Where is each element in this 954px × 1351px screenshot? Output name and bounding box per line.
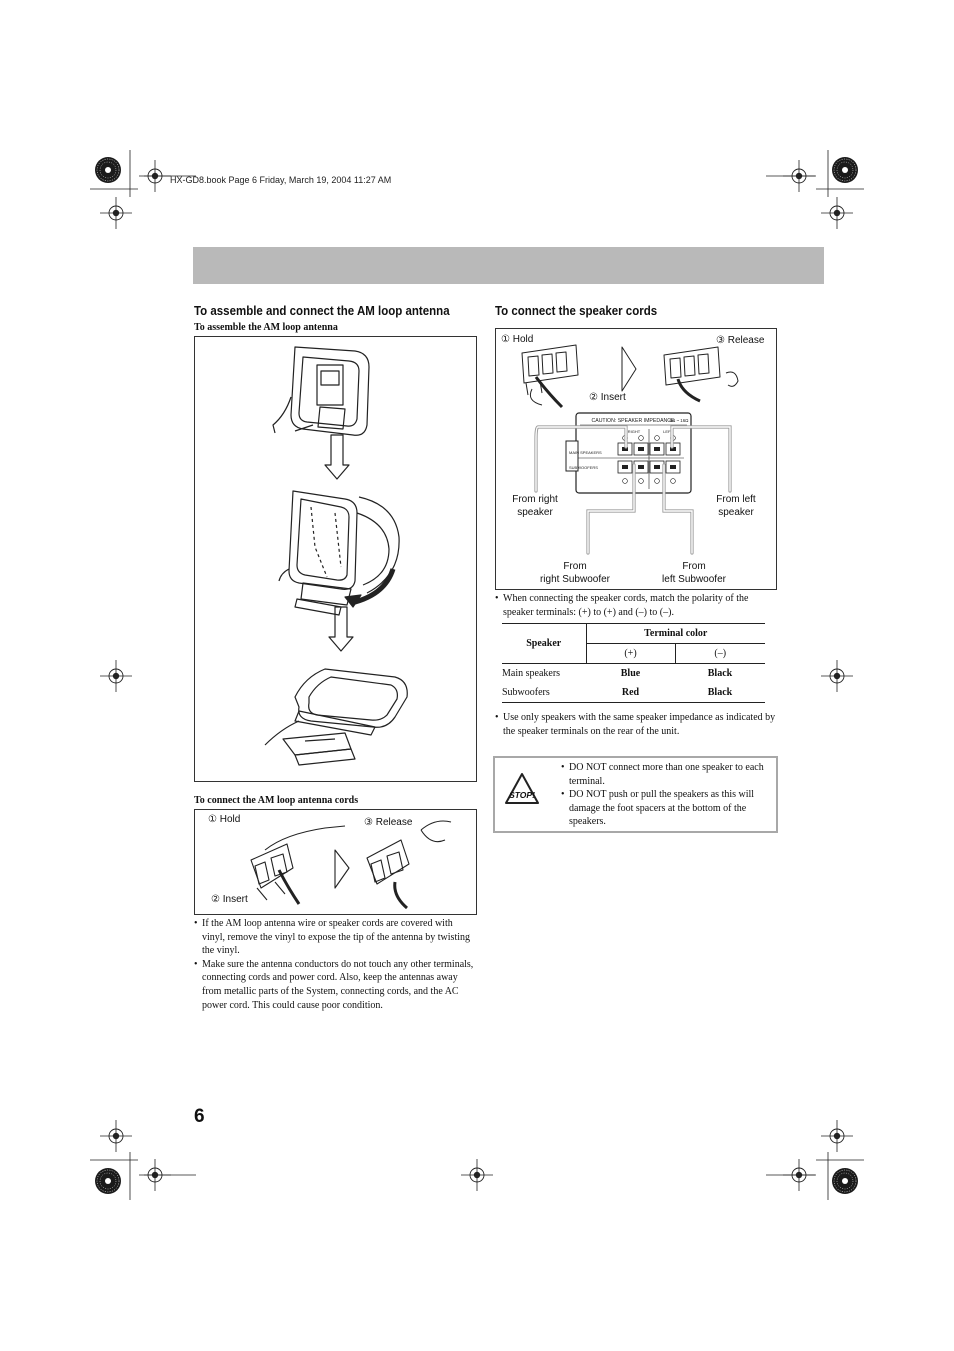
panel-main-text: MAIN SPEAKERS [569, 450, 602, 455]
table-cell-speaker: Main speakers [502, 668, 561, 679]
antenna-heading: To assemble and connect the AM loop ante… [194, 304, 450, 318]
caution-box: STOP! DO NOT connect more than one speak… [493, 756, 778, 833]
connect-antenna-cords-title: To connect the AM loop antenna cords [194, 795, 359, 806]
caution-item-one-speaker: DO NOT connect more than one speaker to … [561, 761, 769, 788]
caution-list: DO NOT connect more than one speaker to … [561, 761, 769, 829]
table-cell-minus: Black [675, 683, 765, 703]
impedance-note-list: Use only speakers with the same speaker … [495, 711, 777, 738]
rear-speaker-panel: CAUTION: SPEAKER IMPEDANCE 6Ω ~ 16Ω RIGH… [565, 412, 692, 494]
from-left-subwoofer-label: From left Subwoofer [662, 561, 726, 585]
table-cell-plus: Blue [620, 668, 641, 679]
assemble-antenna-title: To assemble the AM loop antenna [194, 322, 338, 333]
polarity-note-list: When connecting the speaker cords, match… [495, 592, 777, 619]
speaker-hold-label: ① Hold [501, 334, 534, 345]
antenna-release-label: ③ Release [364, 817, 413, 828]
section-header-band [193, 247, 824, 284]
antenna-insert-label: ② Insert [211, 894, 248, 905]
table-header-terminal-color: Terminal color [585, 623, 765, 644]
antenna-terminal-illustration [250, 820, 452, 910]
speaker-connection-figure: ① Hold ③ Release ② Insert CAUTION: SPEAK… [495, 328, 777, 590]
panel-left-text: LEFT [663, 429, 673, 434]
antenna-notes-list: If the AM loop antenna wire or speaker c… [194, 917, 477, 1012]
caution-item-push-pull: DO NOT push or pull the speakers as this… [561, 788, 769, 829]
table-cell-speaker: Subwoofers [502, 683, 586, 703]
table-cell-minus: Black [707, 668, 733, 679]
table-row: Main speakers Blue Black [502, 664, 765, 684]
table-subheader-row: (+) (–) [502, 643, 765, 664]
table-row: Subwoofers Red Black [502, 683, 765, 703]
speaker-insert-label: ② Insert [589, 392, 626, 403]
stop-icon-text: STOP! [509, 790, 535, 800]
antenna-assembly-illustration [264, 346, 408, 766]
terminal-color-table: Speaker Terminal color (+) (–) Main spea… [502, 623, 765, 703]
from-left-speaker-label: From left speaker [716, 494, 756, 518]
panel-caution-text: CAUTION: SPEAKER IMPEDANCE [591, 418, 675, 424]
antenna-hold-label: ① Hold [208, 814, 241, 825]
table-header-plus: (+) [585, 643, 675, 664]
connect-antenna-cords-figure: ① Hold ③ Release ② Insert [194, 809, 477, 915]
speaker-cords-heading: To connect the speaker cords [495, 304, 658, 318]
antenna-note-vinyl: If the AM loop antenna wire or speaker c… [194, 917, 477, 958]
table-cell-plus: Red [586, 683, 675, 703]
stop-warning-icon: STOP! [505, 773, 539, 804]
table-header-row: Speaker Terminal color [502, 623, 765, 664]
assemble-antenna-figure [194, 336, 477, 782]
panel-right-text: RIGHT [628, 429, 641, 434]
page-number: 6 [194, 1106, 205, 1127]
from-right-speaker-label: From right speaker [512, 494, 558, 518]
table-header-speaker: Speaker [502, 623, 586, 664]
polarity-note: When connecting the speaker cords, match… [495, 592, 777, 619]
impedance-note: Use only speakers with the same speaker … [495, 711, 777, 738]
speaker-terminal-illustration: CAUTION: SPEAKER IMPEDANCE 6Ω ~ 16Ω RIGH… [521, 344, 739, 555]
panel-sub-text: SUBWOOFERS [569, 465, 598, 470]
table-header-minus: (–) [674, 643, 765, 664]
panel-ohms-text: 6Ω ~ 16Ω [670, 418, 690, 423]
antenna-note-conductors: Make sure the antenna conductors do not … [194, 958, 477, 1012]
print-header: HX-GD8.book Page 6 Friday, March 19, 200… [170, 175, 392, 185]
speaker-release-label: ③ Release [716, 335, 765, 346]
from-right-subwoofer-label: From right Subwoofer [539, 561, 611, 585]
